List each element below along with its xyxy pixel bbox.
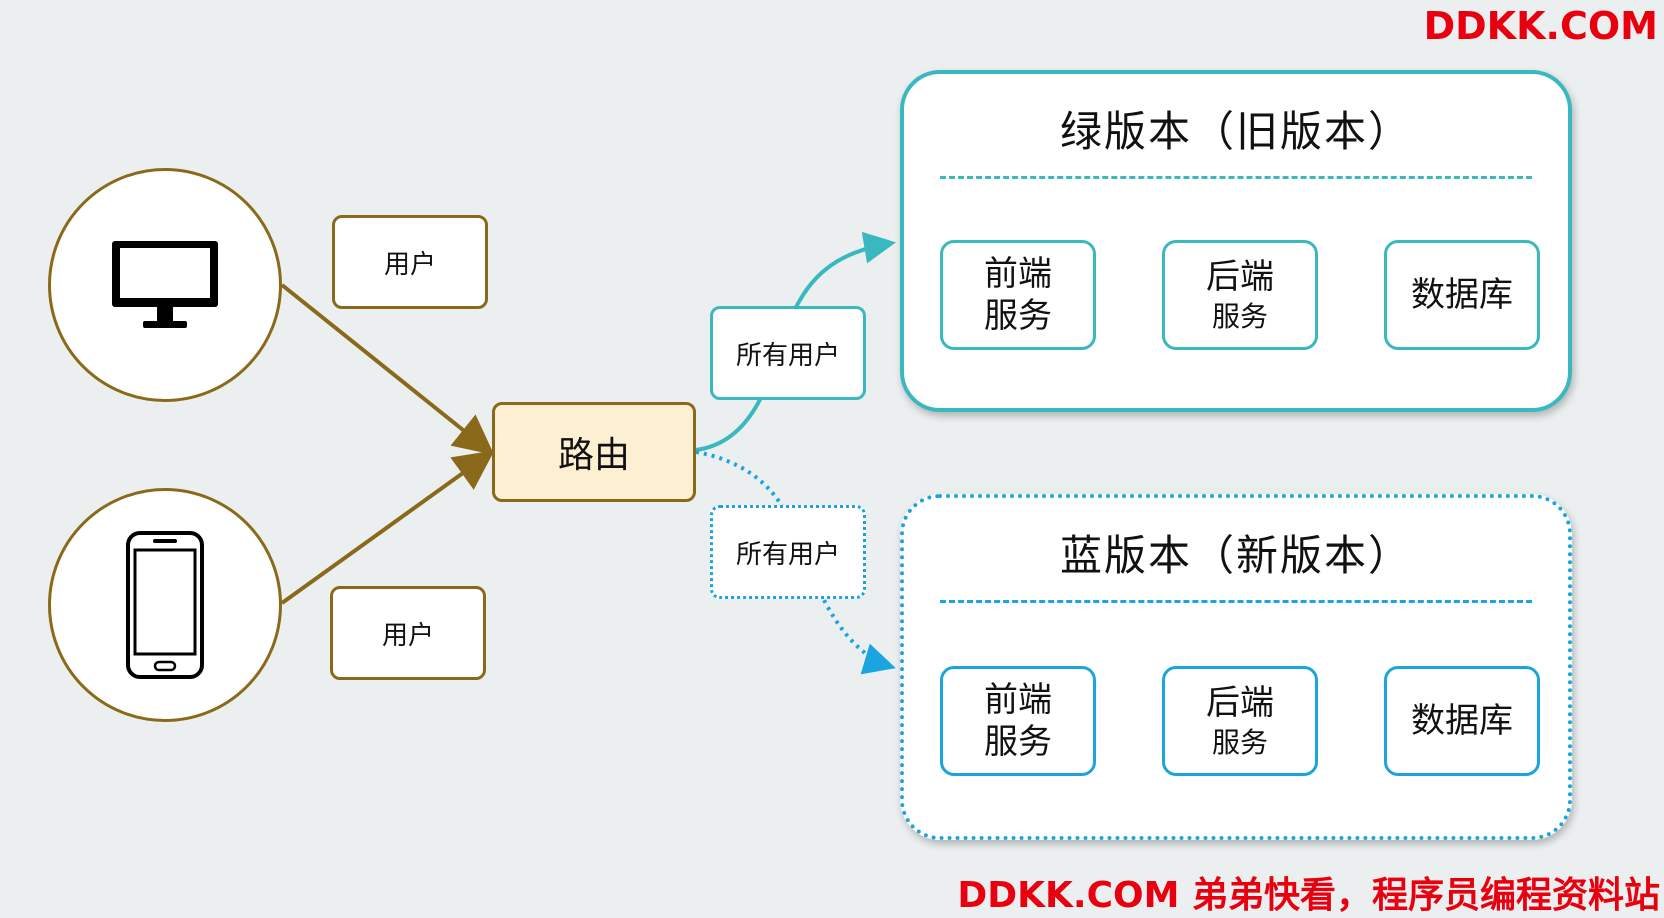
green-route-label: 所有用户 [710,306,866,400]
mobile-device-circle [48,488,282,722]
green-frontend-service: 前端 服务 [940,240,1096,350]
blue-frontend-line1: 前端 [984,679,1052,720]
router-node: 路由 [492,402,696,502]
green-frontend-line1: 前端 [984,253,1052,294]
blue-backend-line2: 服务 [1211,725,1268,759]
blue-database: 数据库 [1384,666,1540,776]
blue-frontend-service: 前端 服务 [940,666,1096,776]
router-to-blue-arrow [695,450,896,675]
blue-backend-line1: 后端 [1206,683,1274,724]
green-backend-service: 后端 服务 [1162,240,1318,350]
watermark-bottom: DDKK.COM 弟弟快看，程序员编程资料站 [957,875,1660,916]
green-title-divider [940,176,1532,179]
green-frontend-line2: 服务 [984,296,1052,336]
blue-title-divider [940,600,1532,603]
desktop-device-circle [48,168,282,402]
blue-frontend-line2: 服务 [984,722,1052,762]
green-database: 数据库 [1384,240,1540,350]
green-backend-line1: 后端 [1206,257,1274,298]
blue-version-title: 蓝版本（新版本） [1059,531,1412,580]
watermark-top: DDKK.COM [1423,4,1658,48]
blue-route-label: 所有用户 [710,505,866,599]
green-backend-line2: 服务 [1211,299,1268,333]
mobile-user-label: 用户 [330,586,486,680]
smartphone-icon [126,531,204,679]
desktop-to-router-arrow [280,283,495,456]
blue-backend-service: 后端 服务 [1162,666,1318,776]
mobile-to-router-arrow [280,450,495,605]
green-version-title: 绿版本（旧版本） [1059,107,1412,156]
monitor-icon [112,241,218,328]
desktop-user-label: 用户 [332,215,488,309]
